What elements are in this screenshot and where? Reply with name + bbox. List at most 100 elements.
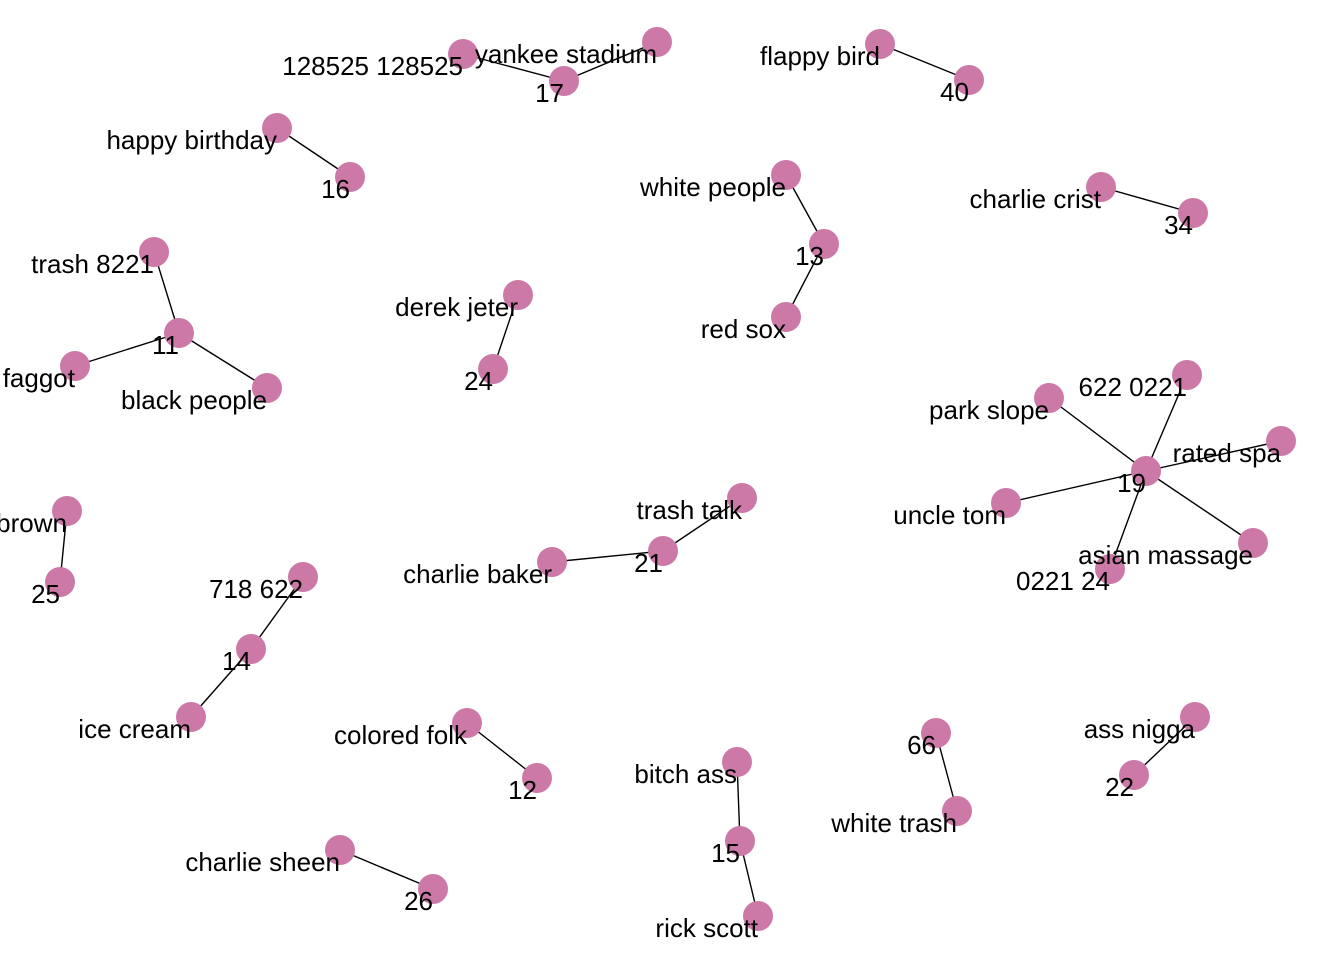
node-label: trash 8221 <box>31 249 154 279</box>
graph-edge <box>879 43 970 81</box>
node-label: 17 <box>535 78 564 108</box>
graph-edge <box>551 550 664 563</box>
graph-node <box>1180 702 1210 732</box>
node-label: 21 <box>634 548 663 578</box>
node-label: red sox <box>701 314 786 344</box>
graph-node <box>262 113 292 143</box>
graph-node <box>771 160 801 190</box>
graph-node <box>727 483 757 513</box>
graph-node <box>478 354 508 384</box>
graph-node <box>642 27 672 57</box>
node-label: 24 <box>464 366 493 396</box>
node-label: ass nigga <box>1084 714 1196 744</box>
graph-node <box>1131 456 1161 486</box>
node-label: 15 <box>711 838 740 868</box>
node-label: 26 <box>404 886 433 916</box>
graph-node <box>288 562 318 592</box>
graph-node <box>176 702 206 732</box>
node-label: 12 <box>508 775 537 805</box>
graph-edge <box>74 332 180 367</box>
graph-edge <box>1109 470 1147 570</box>
node-label: white people <box>639 172 786 202</box>
graph-edge <box>662 497 743 552</box>
graph-node <box>1238 528 1268 558</box>
node-label: flappy bird <box>760 41 880 71</box>
node-label: 13 <box>795 241 824 271</box>
graph-node <box>648 536 678 566</box>
node-label: 22 <box>1105 772 1134 802</box>
node-label: 19 <box>1117 468 1146 498</box>
node-label: charlie baker <box>403 559 552 589</box>
graph-node <box>771 302 801 332</box>
graph-node <box>1119 760 1149 790</box>
graph-node <box>865 29 895 59</box>
node-label: faggot <box>3 363 76 393</box>
node-label: white trash <box>830 808 957 838</box>
graph-edge <box>1145 440 1282 472</box>
node-label: park slope <box>929 395 1049 425</box>
node-label: 40 <box>940 77 969 107</box>
graph-edge <box>178 332 268 389</box>
node-label: happy birthday <box>106 125 277 155</box>
graph-edge <box>190 648 252 718</box>
node-label: asian massage <box>1078 540 1253 570</box>
graph-edge <box>1048 397 1147 472</box>
graph-node <box>1034 383 1064 413</box>
graph-node <box>722 747 752 777</box>
node-label: 622 0221 <box>1079 372 1187 402</box>
node-label: brown <box>0 508 67 538</box>
node-label: 0221 24 <box>1016 566 1110 596</box>
graph-node <box>1266 426 1296 456</box>
node-label: uncle tom <box>893 500 1006 530</box>
graph-node <box>1086 172 1116 202</box>
node-label: 66 <box>907 730 936 760</box>
node-label: 16 <box>321 174 350 204</box>
graph-node <box>1172 360 1202 390</box>
graph-node <box>743 901 773 931</box>
graph-node <box>549 66 579 96</box>
node-label: ice cream <box>78 714 191 744</box>
graph-edge <box>1005 470 1147 504</box>
graph-edge <box>563 41 658 82</box>
node-label: bitch ass <box>634 759 737 789</box>
graph-node <box>725 826 755 856</box>
graph-node <box>325 835 355 865</box>
node-label: 128525 128525 <box>282 51 463 81</box>
node-label: rated spa <box>1173 438 1282 468</box>
node-label: black people <box>121 385 267 415</box>
graph-node <box>52 496 82 526</box>
graph-edge <box>462 53 565 82</box>
node-label: 14 <box>222 646 251 676</box>
node-layer <box>45 27 1296 931</box>
graph-node <box>1178 198 1208 228</box>
graph-node <box>503 280 533 310</box>
graph-edge <box>339 849 434 890</box>
graph-node <box>139 237 169 267</box>
graph-node <box>45 567 75 597</box>
node-label: trash talk <box>637 495 743 525</box>
graph-node <box>448 39 478 69</box>
node-label: charlie sheen <box>185 847 340 877</box>
graph-node <box>1095 554 1125 584</box>
graph-node <box>522 763 552 793</box>
graph-node <box>991 488 1021 518</box>
graph-node <box>236 634 266 664</box>
node-label: colored folk <box>334 720 468 750</box>
graph-node <box>418 874 448 904</box>
graph-node <box>252 373 282 403</box>
node-label: 11 <box>152 330 179 360</box>
node-label: 25 <box>31 579 60 609</box>
node-label: yankee stadium <box>475 39 657 69</box>
graph-node <box>537 547 567 577</box>
graph-node <box>60 351 90 381</box>
graph-node <box>809 229 839 259</box>
graph-node <box>164 318 194 348</box>
node-label: derek jeter <box>395 292 518 322</box>
node-label: 718 622 <box>209 574 303 604</box>
graph-node <box>335 162 365 192</box>
graph-node <box>942 796 972 826</box>
graph-edge <box>1145 374 1188 472</box>
node-label: charlie crist <box>970 184 1102 214</box>
graph-edge <box>1145 470 1254 544</box>
